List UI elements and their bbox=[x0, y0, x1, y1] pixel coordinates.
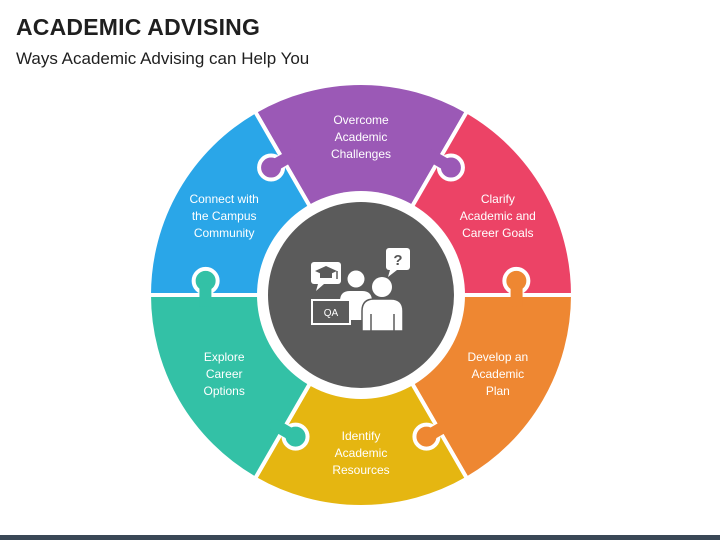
segment-label-line: Resources bbox=[332, 463, 389, 477]
segment-label-line: Identify bbox=[342, 429, 381, 443]
advisor-student-qa-icon: QA ? bbox=[311, 248, 410, 332]
puzzle-tab-neck bbox=[269, 149, 296, 171]
puzzle-tab-neck bbox=[426, 149, 453, 171]
page-subtitle: Ways Academic Advising can Help You bbox=[16, 49, 310, 68]
segment-label-line: Develop an bbox=[467, 350, 528, 364]
segment-label-line: Career bbox=[206, 367, 243, 381]
segment-label-line: Challenges bbox=[331, 147, 391, 161]
segment-label-line: Academic bbox=[335, 130, 388, 144]
segment-label-line: Academic bbox=[335, 446, 388, 460]
segment-label-line: Overcome bbox=[333, 113, 389, 127]
puzzle-tab-neck bbox=[199, 283, 212, 307]
question-bubble-icon: ? bbox=[386, 248, 410, 277]
segment-label-line: Academic and bbox=[460, 209, 536, 223]
segment-label-line: Academic bbox=[471, 367, 524, 381]
question-mark-text: ? bbox=[393, 252, 402, 269]
segment-label-line: Community bbox=[194, 226, 255, 240]
qa-board-icon: QA bbox=[311, 299, 351, 325]
bottom-accent-bar bbox=[0, 535, 720, 540]
segment-label-line: Explore bbox=[204, 350, 245, 364]
student-figure-icon bbox=[361, 277, 404, 332]
segment-label-line: Plan bbox=[486, 384, 510, 398]
puzzle-tab-neck bbox=[510, 283, 523, 307]
page-title: ACADEMIC ADVISING bbox=[16, 14, 261, 40]
segment-label-line: Connect with bbox=[189, 192, 258, 206]
segment-label-line: Clarify bbox=[481, 192, 515, 206]
segment-label-line: Career Goals bbox=[462, 226, 533, 240]
puzzle-tab-neck bbox=[269, 419, 296, 441]
puzzle-tab-neck bbox=[426, 419, 453, 441]
segment-label-line: Options bbox=[203, 384, 244, 398]
segment-label-line: the Campus bbox=[192, 209, 257, 223]
qa-board-text: QA bbox=[324, 308, 339, 319]
graduation-cap-bubble-icon bbox=[311, 262, 341, 291]
